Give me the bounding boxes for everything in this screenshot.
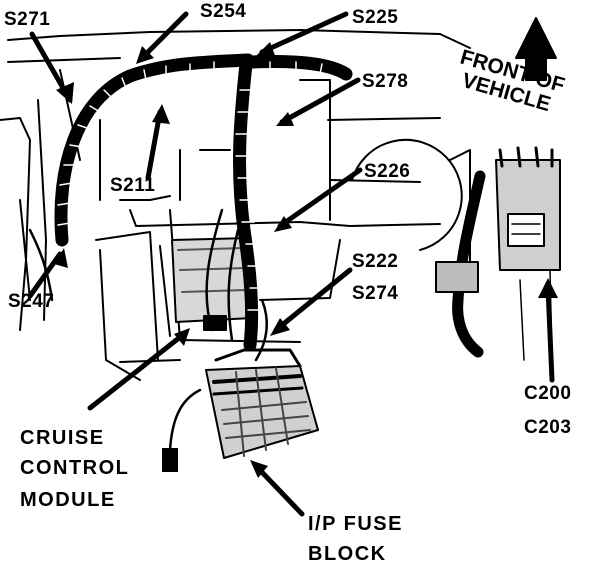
arrowhead-s254 [136,46,154,64]
leader-fuse-block [253,463,305,517]
label-s278: S278 [362,71,409,92]
connector-c200-shape [435,146,561,361]
label-s274: S274 [352,283,399,304]
cruise-label-line3: MODULE [20,489,116,511]
label-s225: S225 [352,7,399,28]
leader-s278 [279,77,361,125]
arrowhead-fuse-block [250,460,268,478]
leader-s247 [27,251,63,299]
label-s254: S254 [200,1,247,22]
loose-wires [28,208,268,452]
arrowhead-c200 [538,278,558,298]
label-s211: S211 [110,175,156,196]
cruise-label-line1: CRUISE [20,427,105,449]
arrowhead-s226 [274,216,292,232]
front-arrow-icon [515,17,557,81]
label-s271: S271 [4,9,51,30]
leader-s222 [273,267,353,333]
gauge-outline [351,138,463,251]
leader-s225 [259,11,349,55]
label-s226: S226 [364,161,411,182]
leader-s211 [145,109,163,181]
cruise-label-line2: CONTROL [20,457,130,479]
arrowhead-cruise-module [174,328,190,346]
arrowhead-s247 [54,248,68,268]
arrowhead-s225 [256,42,276,58]
label-c203: C203 [524,417,572,438]
fuse-label-line1: I/P FUSE [308,513,403,535]
fuse-block-shape [205,348,319,459]
arrowhead-s278 [276,112,294,126]
arrowheads [54,42,558,478]
arrowhead-s222 [270,318,290,336]
arrowhead-s211 [152,104,170,124]
fuse-label-line2: BLOCK [308,543,387,565]
ground-terminal [162,448,178,472]
arrowhead-s271 [56,82,74,104]
leader-c200 [545,285,555,383]
leader-cruise-module [87,331,187,411]
label-c200: C200 [524,383,572,404]
harness-ribbing [57,61,323,311]
label-s222: S222 [352,251,399,272]
leader-s226 [277,167,363,229]
label-s247: S247 [8,291,55,312]
